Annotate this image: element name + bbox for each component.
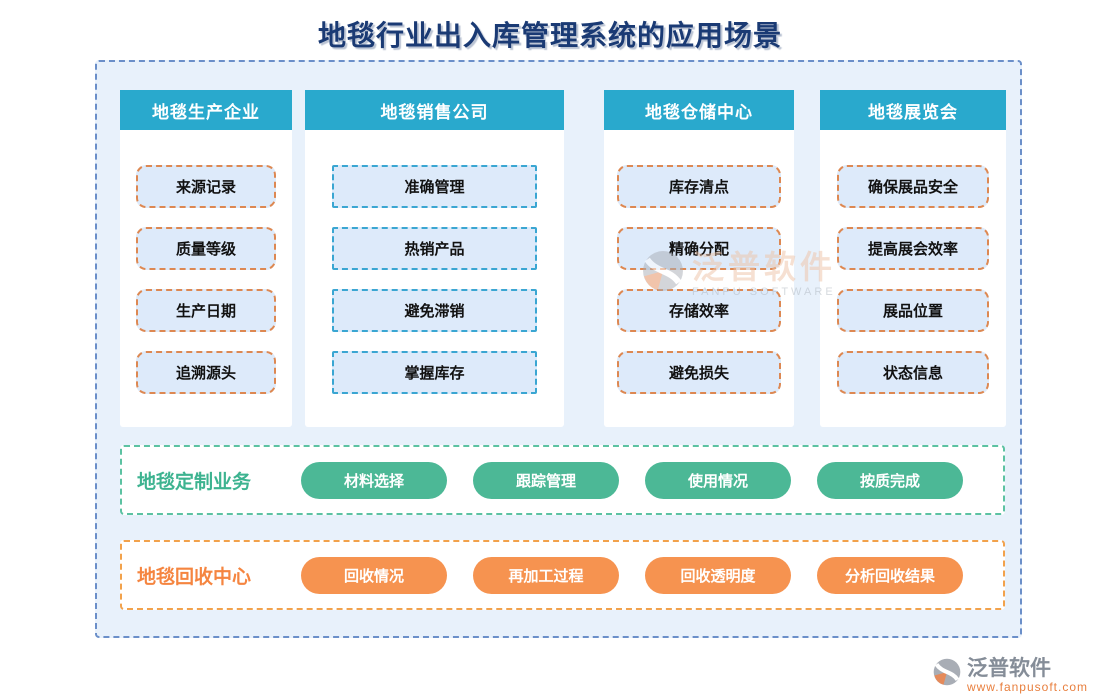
column-header: 地毯仓储中心 [604, 90, 794, 130]
band-pill: 材料选择 [301, 461, 447, 499]
brand-url: www.fanpusoft.com [966, 680, 1088, 694]
scenario-item: 质量等级 [136, 227, 276, 270]
scenario-item: 准确管理 [332, 165, 537, 208]
band-customization: 地毯定制业务 材料选择 跟踪管理 使用情况 按质完成 [120, 445, 1005, 515]
band-pill: 按质完成 [817, 461, 963, 499]
scenario-item: 展品位置 [837, 289, 989, 332]
scenario-item: 提高展会效率 [837, 227, 989, 270]
fanpu-logo-icon [933, 658, 961, 686]
band-pill: 跟踪管理 [473, 461, 619, 499]
page-title: 地毯行业出入库管理系统的应用场景 [317, 20, 782, 51]
scenario-item: 避免滞销 [332, 289, 537, 332]
scenario-item: 热销产品 [332, 227, 537, 270]
scenario-item: 确保展品安全 [837, 165, 989, 208]
brand-text: 泛普软件 www.fanpusoft.com [966, 657, 1088, 695]
brand-footer: 泛普软件 www.fanpusoft.com [933, 658, 1088, 694]
column-warehouse: 地毯仓储中心 库存清点 精确分配 存储效率 避免损失 [604, 90, 794, 427]
column-items: 准确管理 热销产品 避免滞销 掌握库存 [305, 130, 564, 394]
column-header: 地毯生产企业 [120, 90, 292, 130]
scenario-item: 来源记录 [136, 165, 276, 208]
column-items: 确保展品安全 提高展会效率 展品位置 状态信息 [820, 130, 1006, 394]
column-production: 地毯生产企业 来源记录 质量等级 生产日期 追溯源头 [120, 90, 292, 427]
column-header: 地毯展览会 [820, 90, 1006, 130]
scenario-item: 生产日期 [136, 289, 276, 332]
band-pill: 再加工过程 [473, 556, 619, 594]
column-exhibition: 地毯展览会 确保展品安全 提高展会效率 展品位置 状态信息 [820, 90, 1006, 427]
band-pill: 使用情况 [645, 461, 791, 499]
scenario-item: 状态信息 [837, 351, 989, 394]
scenario-item: 追溯源头 [136, 351, 276, 394]
scenario-item: 存储效率 [617, 289, 781, 332]
band-label: 地毯定制业务 [137, 471, 252, 493]
band-pill: 回收情况 [301, 556, 447, 594]
column-header: 地毯销售公司 [305, 90, 564, 130]
band-recycling: 地毯回收中心 回收情况 再加工过程 回收透明度 分析回收结果 [120, 540, 1005, 610]
diagram-container: 地毯生产企业 来源记录 质量等级 生产日期 追溯源头 地毯销售公司 准确管理 热… [95, 60, 1022, 638]
column-items: 库存清点 精确分配 存储效率 避免损失 [604, 130, 794, 394]
band-label: 地毯回收中心 [137, 566, 252, 588]
band-pill: 分析回收结果 [817, 556, 963, 594]
scenario-item: 掌握库存 [332, 351, 537, 394]
scenario-item: 避免损失 [617, 351, 781, 394]
column-items: 来源记录 质量等级 生产日期 追溯源头 [120, 130, 292, 394]
scenario-item: 精确分配 [617, 227, 781, 270]
column-sales: 地毯销售公司 准确管理 热销产品 避免滞销 掌握库存 [305, 90, 564, 427]
band-pill: 回收透明度 [645, 556, 791, 594]
brand-name: 泛普软件 [966, 657, 1051, 680]
scenario-item: 库存清点 [617, 165, 781, 208]
